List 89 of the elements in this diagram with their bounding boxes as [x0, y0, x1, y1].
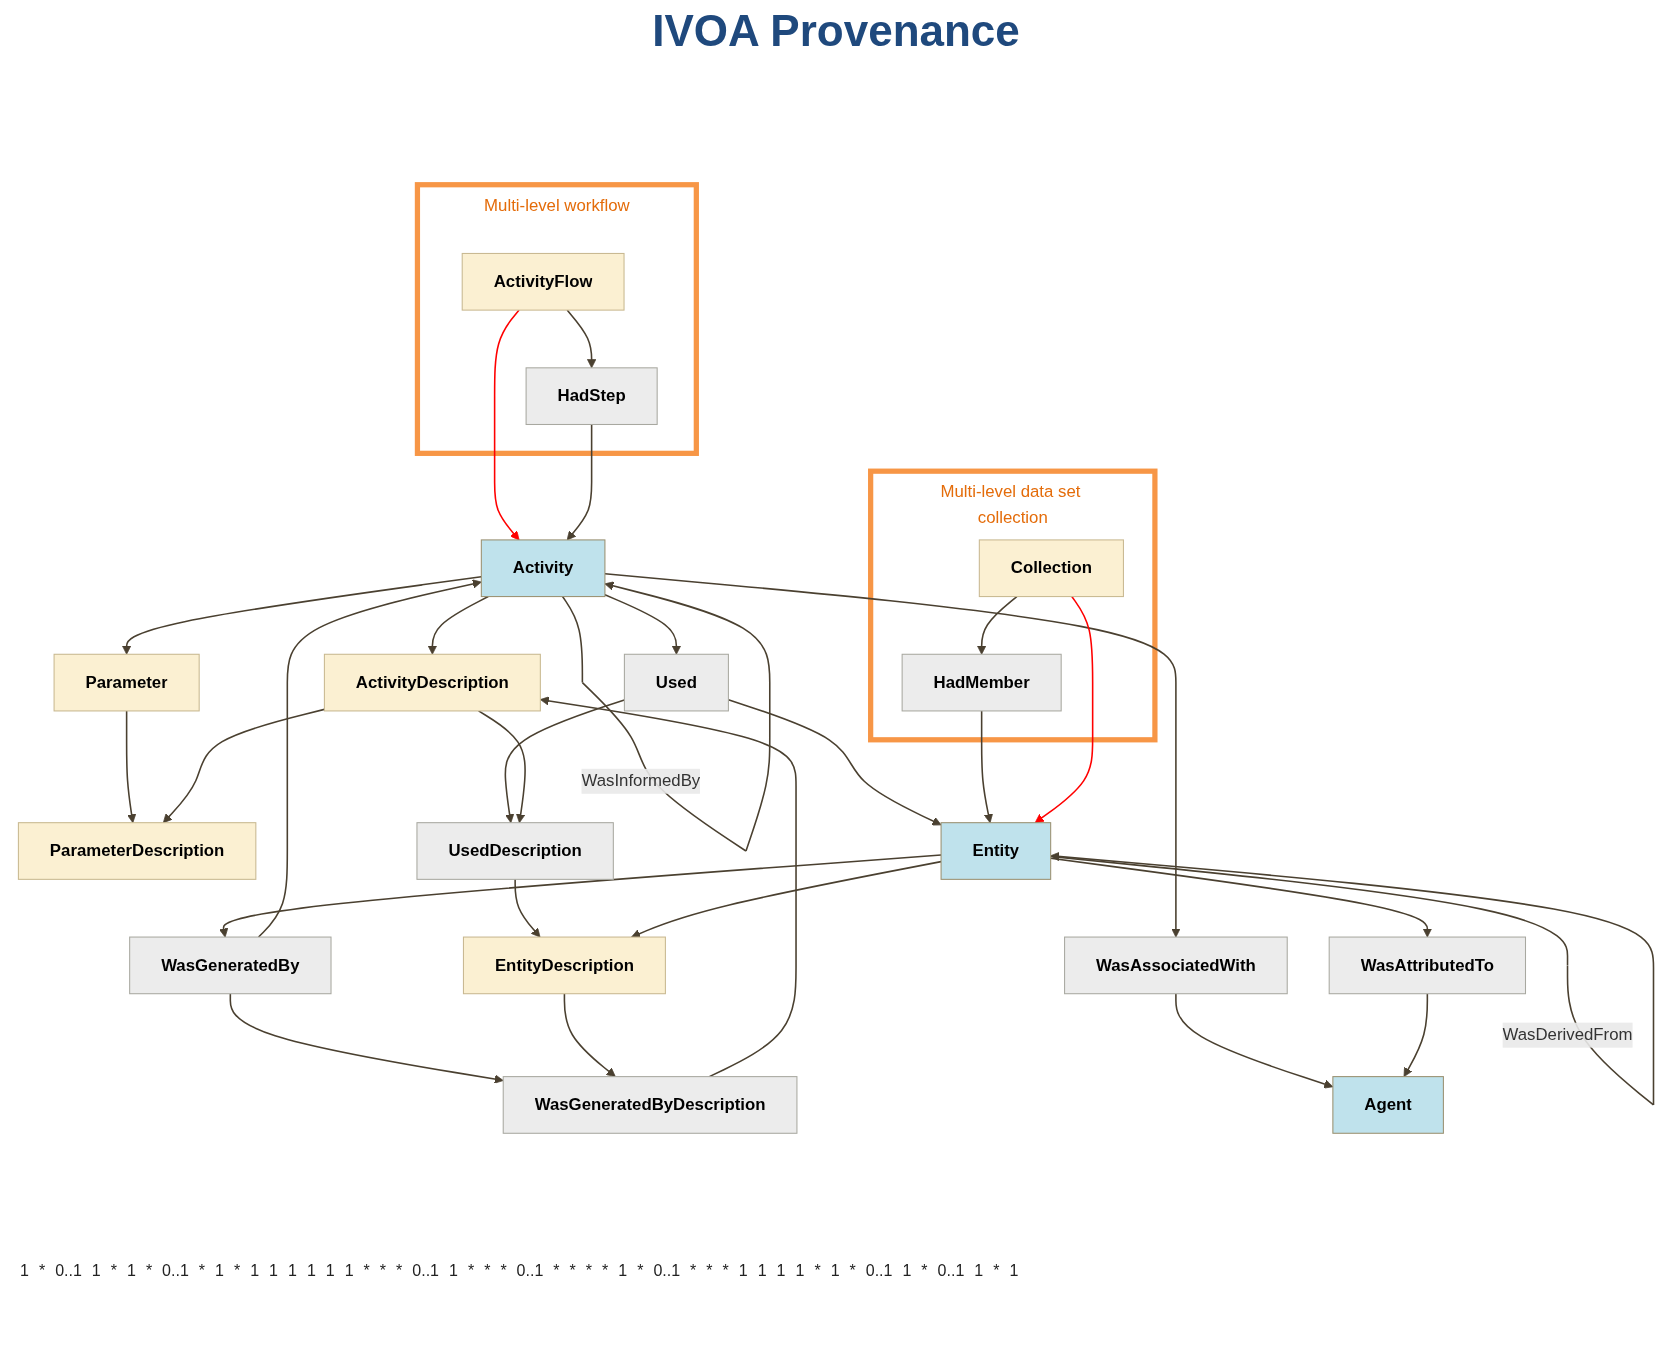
multiplicity-label: 1 — [91, 1262, 101, 1280]
multiplicity-label: 1 — [830, 1262, 840, 1280]
multiplicity-label: * — [363, 1262, 370, 1280]
multiplicity-label: 1 — [20, 1262, 29, 1280]
multiplicity-label: 1 — [215, 1262, 224, 1280]
multiplicity-label: * — [198, 1262, 206, 1280]
multiplicity-label: 1 — [618, 1262, 628, 1280]
arrow — [257, 579, 482, 938]
multiplicity-label: * — [637, 1262, 644, 1280]
arrow — [566, 309, 597, 369]
multiplicity-label: 0..1 — [162, 1262, 189, 1280]
multiplicity-label: 1 — [250, 1262, 260, 1280]
node-box: WasGeneratedByDescription — [502, 1076, 798, 1134]
multiplicity-label: * — [849, 1262, 856, 1280]
multiplicity-label: * — [484, 1262, 491, 1280]
multiplicity-label: 1 — [449, 1262, 458, 1280]
arrow — [477, 710, 526, 824]
arrow — [631, 860, 942, 939]
multiplicity-label: * — [396, 1262, 403, 1280]
node-box: WasGeneratedBy — [129, 936, 332, 995]
multiplicity-label: * — [602, 1262, 609, 1280]
arrow — [1034, 595, 1094, 824]
arrow — [514, 878, 541, 938]
arrow — [162, 708, 326, 824]
node-box: Agent — [1332, 1076, 1444, 1134]
multiplicity-label: 0..1 — [516, 1262, 544, 1280]
multiplicity-label: * — [110, 1262, 117, 1280]
arrow — [977, 595, 1018, 655]
node-box: ActivityDescription — [323, 653, 541, 712]
arrow — [219, 854, 942, 938]
multiplicity-label: * — [38, 1262, 46, 1280]
multiplicity-label: * — [921, 1262, 928, 1280]
multiplicity-label: * — [500, 1262, 507, 1280]
node-box: ActivityFlow — [461, 252, 625, 311]
multiplicity-label: 0..1 — [865, 1262, 893, 1280]
multiplicity-label: 1 — [795, 1262, 805, 1280]
node-box: Entity — [940, 822, 1052, 880]
multiplicity-label: * — [993, 1262, 1000, 1280]
node-box: HadStep — [525, 367, 658, 425]
multiplicity-label: * — [585, 1262, 592, 1280]
node-box: HadMember — [901, 653, 1062, 712]
multiplicity-label: 1 — [288, 1262, 297, 1280]
multiplicity-label: * — [690, 1262, 697, 1280]
edge-label: WasInformedBy — [581, 771, 701, 790]
node-box: EntityDescription — [462, 936, 666, 995]
multiplicity-label: 1 — [126, 1262, 136, 1280]
multiplicity-label: * — [814, 1262, 821, 1280]
node-box: Activity — [480, 539, 606, 598]
multiplicity-label: 0..1 — [412, 1262, 439, 1280]
multiplicity-label: * — [569, 1262, 576, 1280]
multiplicity-label: 1 — [306, 1262, 316, 1280]
arrow — [980, 710, 993, 824]
arrow — [493, 309, 520, 541]
arrow — [125, 710, 137, 824]
multiplicity-label: 0..1 — [55, 1262, 82, 1280]
multiplicity-label: 0..1 — [653, 1262, 681, 1280]
arrow — [427, 595, 490, 655]
multiplicity-label: 1 — [344, 1262, 354, 1280]
node-box: WasAttributedTo — [1328, 936, 1527, 995]
multiplicity-label: 1 — [902, 1262, 912, 1280]
multiplicity-label: * — [706, 1262, 713, 1280]
node-box: WasAssociatedWith — [1064, 936, 1288, 995]
arrow — [604, 593, 681, 655]
multiplicity-label: 1 — [1009, 1262, 1019, 1280]
multiplicity-label: * — [379, 1262, 387, 1280]
multiplicity-label: 1 — [269, 1262, 278, 1280]
arrow — [229, 992, 504, 1084]
multiplicity-label: 1 — [325, 1262, 335, 1280]
multiplicity-label: 1 — [757, 1262, 767, 1280]
edge-label: WasDerivedFrom — [1502, 1025, 1633, 1044]
arrow — [563, 992, 616, 1078]
diagram-title: IVOA Provenance — [651, 6, 1021, 56]
node-box: Used — [623, 653, 729, 712]
multiplicity-label: * — [553, 1262, 560, 1280]
arrow — [604, 573, 1181, 938]
node-box: ParameterDescription — [17, 822, 257, 880]
multiplicity-label: * — [467, 1262, 475, 1280]
multiplicity-label: 1 — [738, 1262, 748, 1280]
multiplicity-label: * — [145, 1262, 153, 1280]
node-box: UsedDescription — [416, 822, 614, 880]
multiplicity-label: 1 — [974, 1262, 984, 1280]
arrow — [1403, 992, 1429, 1078]
multiplicity-label: 0..1 — [937, 1262, 965, 1280]
multiplicity-label: 1 — [776, 1262, 786, 1280]
multiplicity-label: * — [233, 1262, 241, 1280]
arrow — [566, 423, 593, 541]
multiplicity-label: * — [722, 1262, 729, 1280]
node-box: Collection — [978, 539, 1124, 598]
node-box: Parameter — [53, 653, 200, 712]
